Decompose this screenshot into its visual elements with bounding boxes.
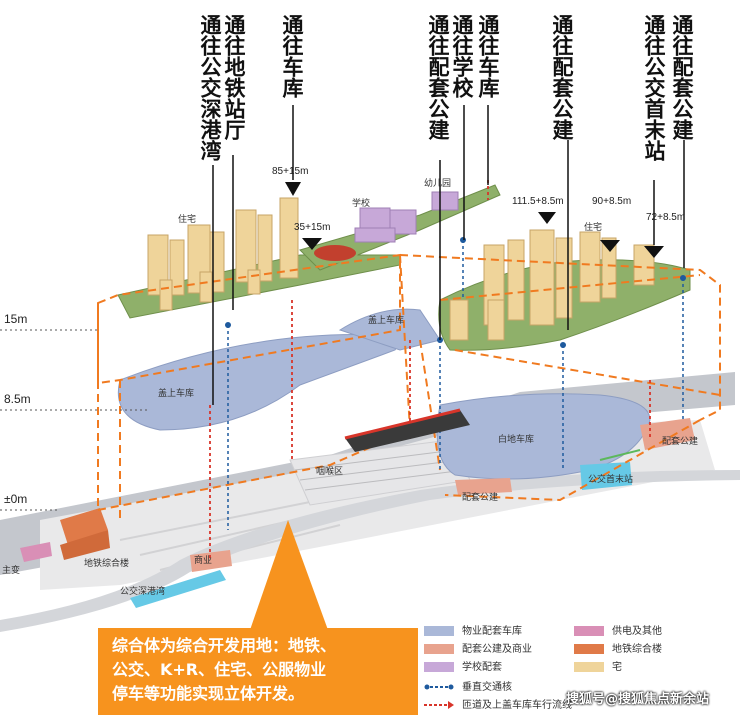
- legend-item-vertical-core: 垂直交通核: [424, 678, 512, 693]
- zone-kindergarten: 幼儿园: [424, 179, 452, 189]
- deck-8m-middle: [338, 308, 441, 351]
- level-8-5m: 8.5m: [4, 392, 31, 406]
- legend-swatch: [574, 626, 604, 636]
- legend-dash-blue: [424, 684, 454, 690]
- zone-ground-garage: 白地车库: [498, 435, 535, 445]
- zone-school: 学校: [352, 199, 371, 209]
- zone-bus-shengang: 公交深港湾: [120, 587, 166, 597]
- vertical-cores: [227, 240, 684, 530]
- residential-right-buildings: [449, 229, 655, 341]
- legend-swatch: [574, 644, 604, 654]
- label-school: 通往学校: [450, 14, 474, 98]
- callout-line-2: 公交、K+R、住宅、公服物业: [112, 660, 327, 679]
- callout-line-1: 综合体为综合开发用地：地铁、: [112, 636, 337, 655]
- legend-item-power: 供电及其他: [574, 622, 662, 637]
- residential-left-buildings: [147, 197, 299, 311]
- legend-item-residential: 宅: [574, 658, 622, 673]
- zone-upper-garage-2: 盖上车库: [368, 316, 405, 326]
- zone-upper-garage: 盖上车库: [158, 389, 195, 399]
- legend-swatch: [574, 662, 604, 672]
- legend-swatch: [424, 644, 454, 654]
- legend-swatch: [424, 662, 454, 672]
- level-lines: [0, 329, 150, 511]
- legend-item-school: 学校配套: [424, 658, 502, 673]
- label-facility-2: 通往配套公建: [550, 14, 574, 140]
- elevation-111: 111.5+8.5m: [512, 196, 564, 207]
- zone-residential-right: 住宅: [584, 223, 603, 233]
- label-bus-shengang: 通往公交深港湾: [198, 14, 222, 161]
- ground-garage-shape: [436, 393, 651, 480]
- ground-facility-shape: [455, 478, 512, 495]
- zone-facility-right: 配套公建: [662, 437, 699, 447]
- callout-pointer: [250, 520, 328, 630]
- school-buildings: [354, 207, 417, 243]
- arrow-heads: [285, 182, 664, 258]
- label-facility-3: 通往配套公建: [670, 14, 694, 140]
- vehicle-flow: [209, 180, 651, 560]
- legend-item-property-garage: 物业配套车库: [424, 622, 522, 637]
- volume-boxes: [97, 253, 721, 520]
- bus-terminal-shape: [580, 462, 632, 490]
- substation-shape: [20, 542, 52, 562]
- zone-bus-terminal: 公交首末站: [588, 475, 634, 485]
- zone-commercial: 商业: [194, 556, 213, 566]
- metro-complex-shape-2: [60, 530, 110, 560]
- deck-8m-left: [117, 334, 397, 431]
- ramp-red-line: [344, 408, 461, 440]
- label-metro-hall: 通往地铁站厅: [222, 14, 246, 140]
- elevation-72: 72+8.5m: [646, 212, 686, 223]
- legend-item-vehicle-flow: 匝道及上盖车库车行流线: [424, 696, 572, 711]
- leader-lines: [212, 105, 685, 405]
- green-path: [599, 449, 641, 461]
- legend-item-metro-complex: 地铁综合楼: [574, 640, 662, 655]
- running-track: [312, 243, 358, 263]
- elevation-90: 90+8.5m: [592, 196, 632, 207]
- label-garage-2: 通往车库: [476, 14, 500, 98]
- bus-shengang-shape: [130, 570, 226, 608]
- zone-substation: 主变: [2, 566, 21, 576]
- vertical-core-dots: [225, 237, 686, 348]
- callout-box: 综合体为综合开发用地：地铁、 公交、K+R、住宅、公服物业 停车等功能实现立体开…: [98, 628, 428, 715]
- commercial-shape: [190, 550, 232, 572]
- level-0m: ±0m: [4, 492, 28, 506]
- metro-complex-shape: [60, 508, 108, 545]
- zone-metro-complex: 地铁综合楼: [84, 559, 130, 569]
- legend-dash-red: [424, 701, 454, 709]
- legend: 物业配套车库 配套公建及商业 学校配套 供电及其他 地铁综合楼 宅 垂直交通核 …: [418, 618, 740, 715]
- zone-residential-left: 住宅: [178, 215, 197, 225]
- watermark: 搜狐号@搜狐焦点新余站: [566, 692, 710, 707]
- elevation-85: 85+15m: [272, 166, 309, 177]
- road-curve: [0, 470, 740, 632]
- legend-swatch: [424, 626, 454, 636]
- label-bus-first-last: 通往公交首末站: [642, 14, 666, 161]
- kindergarten-building: [431, 191, 459, 211]
- label-garage-1: 通往车库: [280, 14, 304, 98]
- label-facility-1: 通往配套公建: [426, 14, 450, 140]
- legend-item-facility-commercial: 配套公建及商业: [424, 640, 532, 655]
- right-facility-shape: [640, 418, 695, 450]
- zone-depot: 咽喉区: [316, 467, 344, 477]
- elevation-35: 35+15m: [294, 222, 331, 233]
- ramp-red: [345, 410, 470, 452]
- zone-facility-ground: 配套公建: [462, 493, 499, 503]
- level-15m: 15m: [4, 312, 28, 326]
- callout-line-3: 停车等功能实现立体开发。: [112, 684, 305, 703]
